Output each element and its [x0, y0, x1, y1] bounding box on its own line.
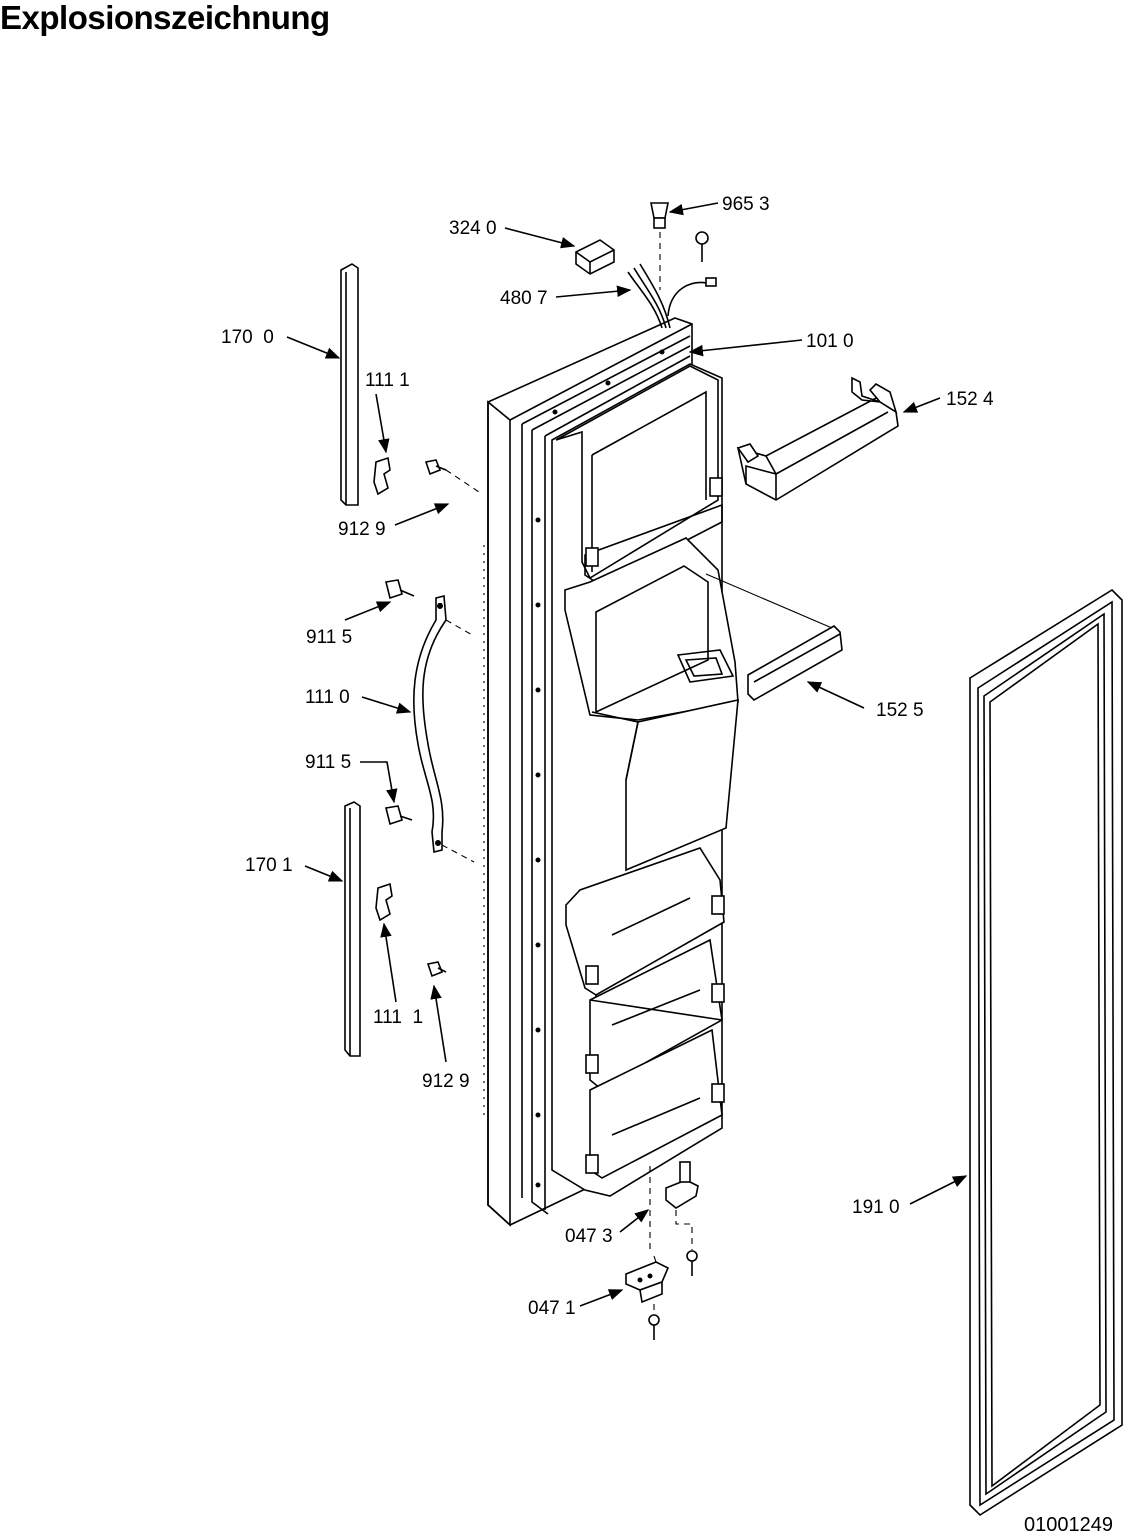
trim-strip-top [340, 263, 359, 506]
screw-top [695, 231, 709, 262]
callout-111-0: 111 0 [305, 687, 350, 708]
callout-911-5-bottom: 911 5 [305, 752, 351, 773]
plug-part [650, 202, 669, 290]
dispenser-bar [705, 573, 843, 701]
screw-911-bottom [385, 805, 413, 826]
callout-170-1: 170 1 [245, 855, 293, 876]
frame-rivets [535, 349, 665, 1188]
door-shelf-top [736, 376, 899, 501]
door-handle [412, 594, 475, 863]
callout-111-1-top: 111 1 [365, 370, 410, 391]
callout-912-9-bottom: 912 9 [422, 1071, 470, 1092]
callout-911-5-top: 911 5 [306, 627, 352, 648]
callout-170-0: 170 0 [221, 327, 274, 348]
cable-bundle [627, 263, 717, 329]
screw-912-top [424, 459, 483, 495]
callout-480-7: 480 7 [500, 288, 548, 309]
callout-912-9-top: 912 9 [338, 519, 386, 540]
callout-965-3: 965 3 [722, 194, 770, 215]
clip-top [373, 456, 391, 496]
callout-152-5: 152 5 [876, 700, 924, 721]
screw-911-top [385, 579, 415, 600]
clip-bottom [375, 882, 393, 922]
door-gasket [969, 588, 1123, 1517]
callout-191-0: 191 0 [852, 1197, 900, 1218]
callout-047-3: 047 3 [565, 1226, 613, 1247]
screw-912-bottom [426, 961, 447, 978]
callout-324-0: 324 0 [449, 218, 497, 239]
document-number: 01001249 [1024, 1514, 1113, 1536]
leader-lines [286, 202, 968, 1307]
callout-047-1: 047 1 [528, 1298, 576, 1319]
callout-111-1-bottom: 111 1 [373, 1007, 423, 1028]
callout-152-4: 152 4 [946, 389, 994, 410]
trim-strip-bottom [344, 801, 361, 1057]
callout-101-0: 101 0 [806, 331, 854, 352]
hinge-lower [625, 1255, 670, 1340]
page-title: Explosionszeichnung [0, 0, 330, 36]
door-assembly [483, 317, 739, 1227]
hinge-upper [649, 1161, 699, 1276]
connector-part [575, 239, 615, 275]
